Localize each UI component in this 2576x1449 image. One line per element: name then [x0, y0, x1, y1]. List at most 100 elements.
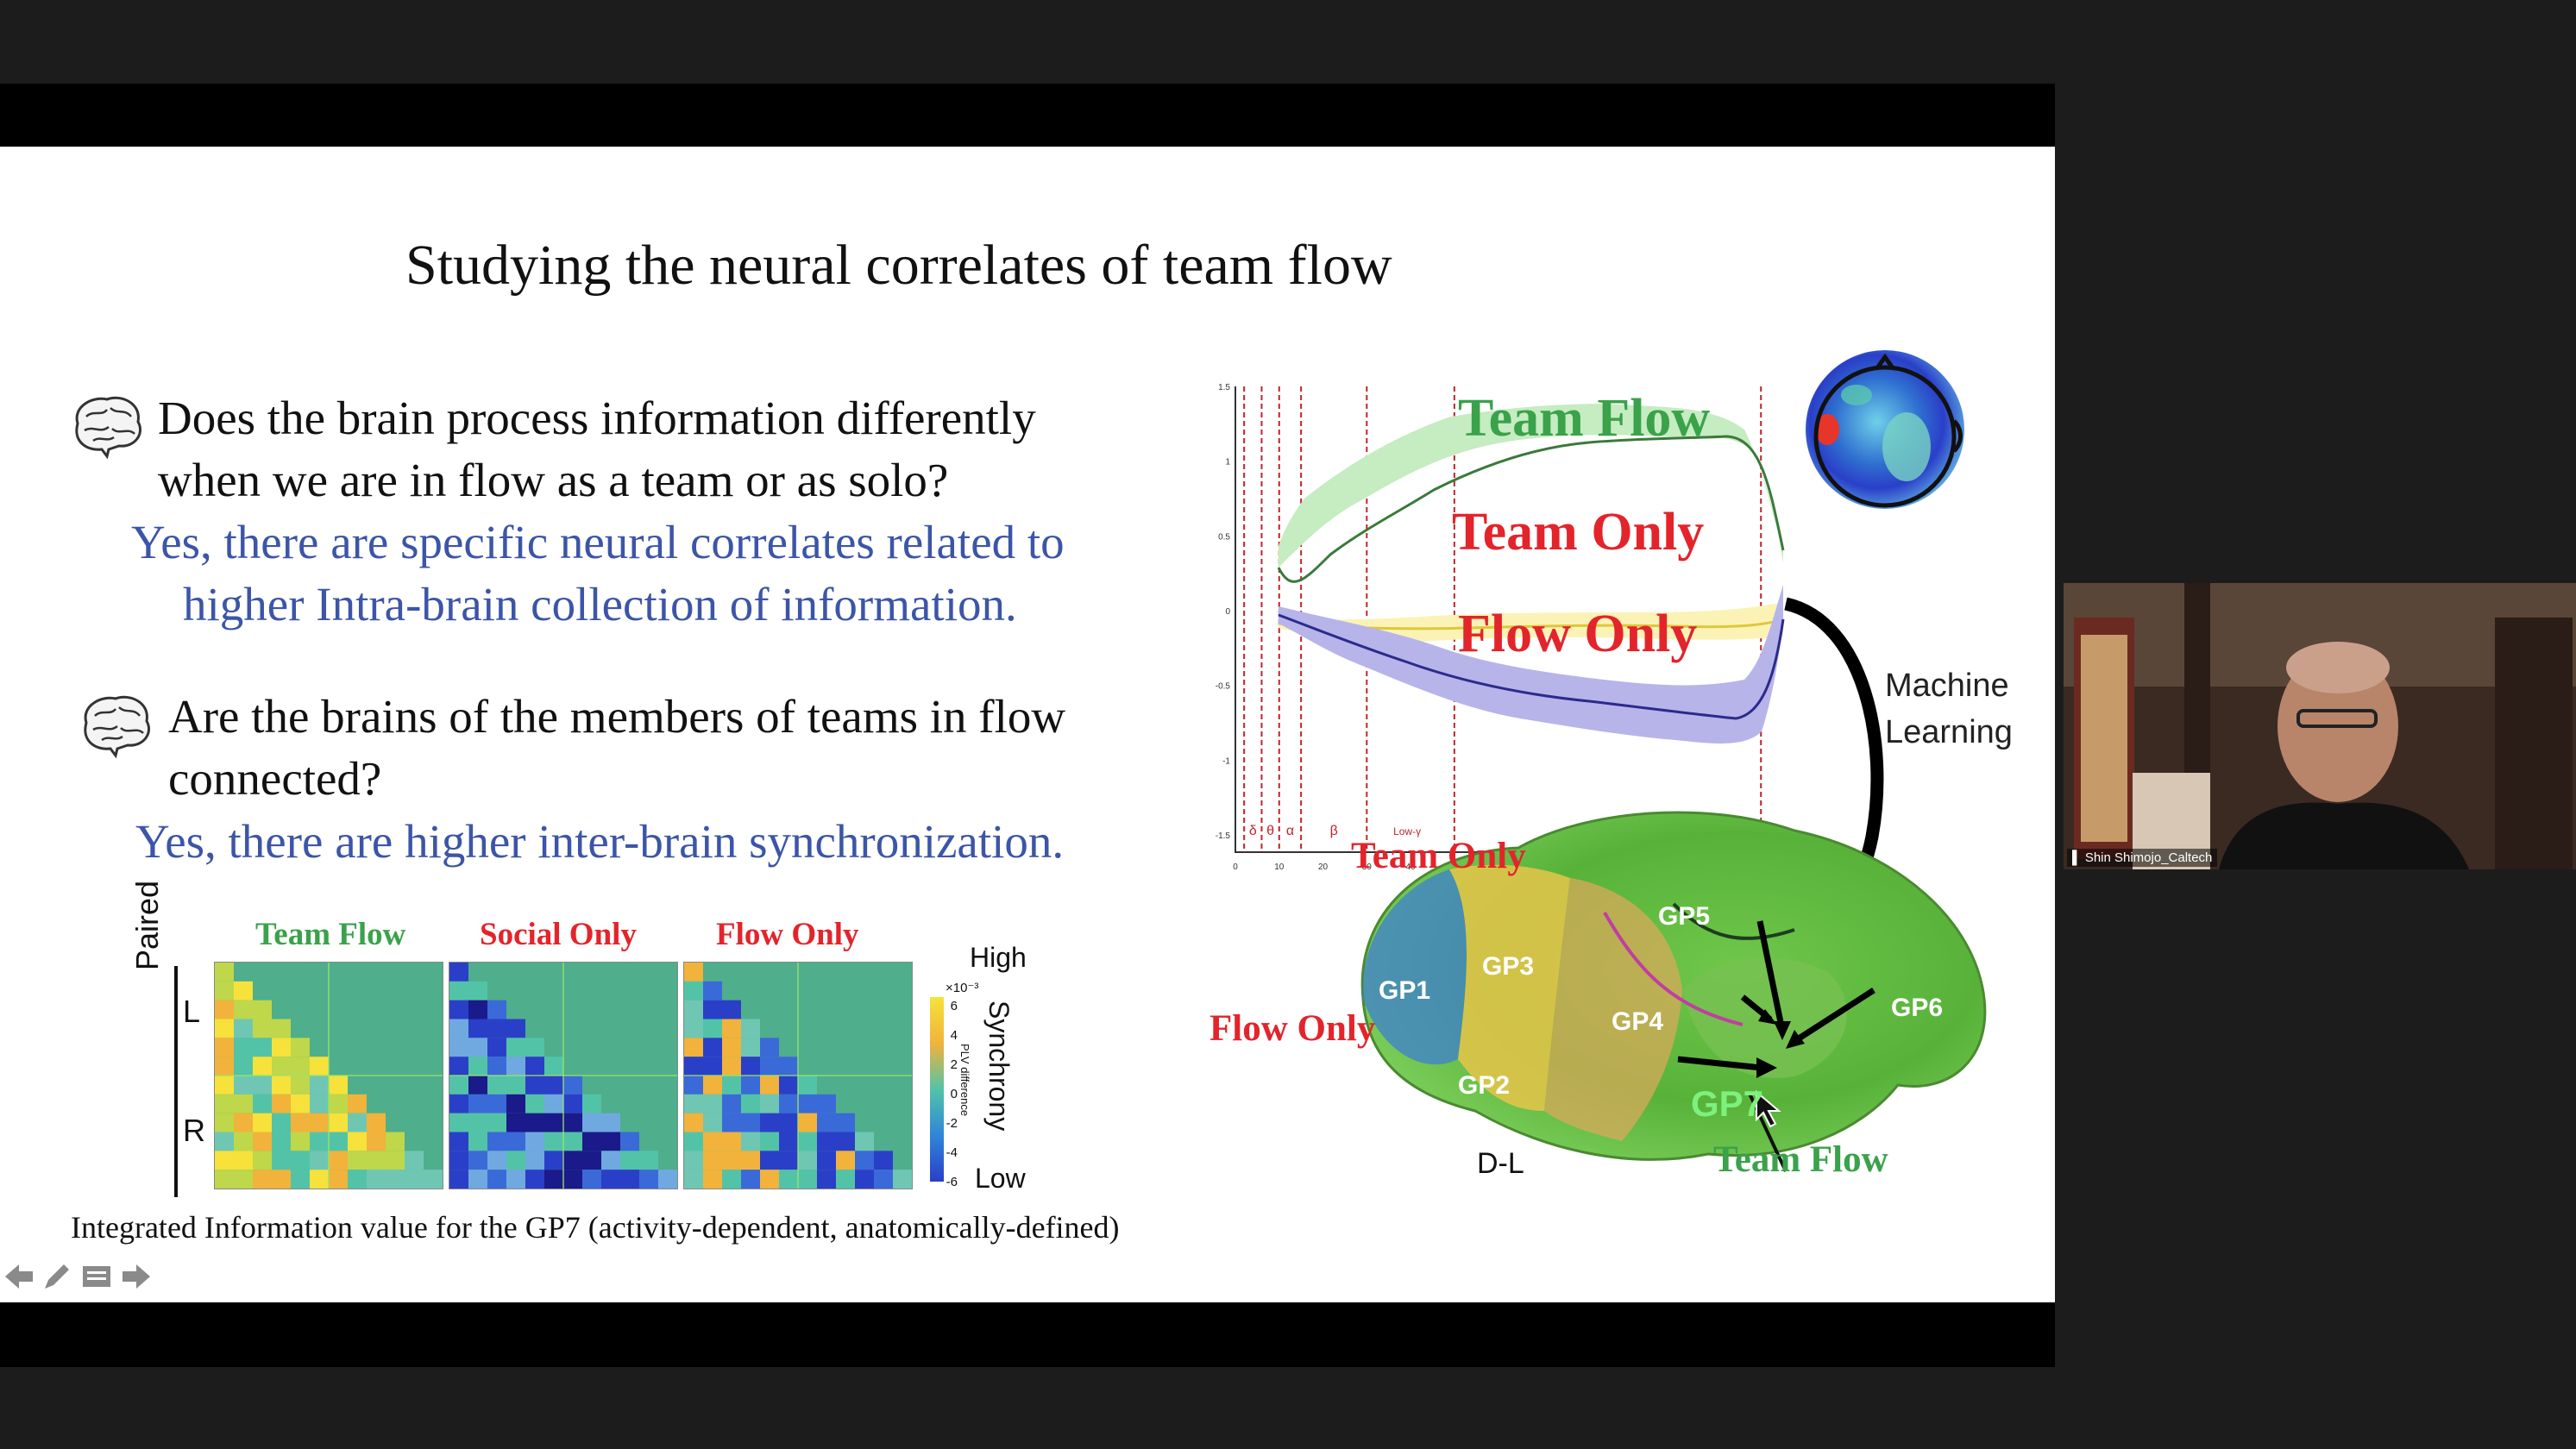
heatmap-cell [817, 1170, 836, 1189]
heatmap-cell [563, 1151, 582, 1170]
heatmap-cell [741, 1151, 760, 1170]
heatmap-cell [817, 1113, 836, 1132]
heatmap-cell [386, 1170, 405, 1189]
heatmap-cell [506, 1113, 525, 1132]
brain-team-only-label: Team Only [1351, 836, 1526, 876]
heatmap-cell [367, 1151, 386, 1170]
heatmap-cell [487, 1132, 506, 1151]
heatmap-cell [658, 1170, 677, 1189]
heatmap-cell [329, 1076, 348, 1095]
heatmap-cell [544, 1057, 563, 1076]
heatmap-cell [779, 1151, 798, 1170]
heatmap-cell [620, 1132, 639, 1151]
heatmap-cell [310, 1057, 329, 1076]
heatmap-label-l: L [183, 994, 201, 1029]
heatmap-cell [506, 1057, 525, 1076]
gp3-label: GP3 [1482, 952, 1535, 981]
heatmap-cell [449, 1132, 468, 1151]
heatmap-cell [234, 1113, 253, 1132]
heatmap-cell [722, 1057, 741, 1076]
heatmap-cell [449, 1076, 468, 1095]
brain-team-flow-label: Team Flow [1713, 1139, 1888, 1180]
pen-icon[interactable] [40, 1259, 74, 1294]
heatmap-cell [253, 1170, 272, 1189]
heatmap-cell [760, 1151, 779, 1170]
y-tick-label: 1.5 [1218, 383, 1230, 392]
heatmap-cell [582, 1170, 601, 1189]
heatmap-cell [563, 1113, 582, 1132]
arrow-left-icon[interactable] [2, 1259, 36, 1294]
heatmap-cell [291, 1113, 310, 1132]
heatmap-cell [215, 1057, 234, 1076]
heatmap-cell [468, 1057, 487, 1076]
heatmap-cell [741, 1019, 760, 1038]
heatmap-cell [253, 1094, 272, 1113]
heatmap-cell [741, 1094, 760, 1113]
heatmap-cell [424, 1170, 443, 1189]
heatmap-cell [405, 1151, 424, 1170]
heatmap-cell [449, 1094, 468, 1113]
arrow-right-icon[interactable] [119, 1259, 154, 1294]
heatmap-cell [684, 1057, 703, 1076]
heatmap-cell [310, 1113, 329, 1132]
heatmap-cell [291, 1076, 310, 1095]
heatmap-cell [722, 1094, 741, 1113]
heatmap-cell [684, 981, 703, 1000]
heatmap-cell [253, 1019, 272, 1038]
colorbar [930, 997, 944, 1182]
heatmap-cell [703, 1019, 722, 1038]
y-tick-label: 0 [1225, 607, 1230, 617]
heatmap-cell [741, 1170, 760, 1189]
heatmap-cell [234, 1094, 253, 1113]
heatmap-cell [468, 981, 487, 1000]
heatmap-cell [310, 1170, 329, 1189]
heatmap-cell [741, 1132, 760, 1151]
flow-only-line [1278, 613, 1785, 720]
question-2-line-2: connected? [168, 752, 382, 805]
team-only-band [1279, 602, 1783, 643]
heatmap-cell [874, 1170, 893, 1189]
heatmap-cell [234, 1019, 253, 1038]
heatmap-cell [684, 1132, 703, 1151]
heatmap-cell [798, 1094, 817, 1113]
heatmap-cell [506, 1151, 525, 1170]
answer-1-line-1: Yes, there are specific neural correlate… [131, 516, 1065, 568]
heatmap-cell [817, 1151, 836, 1170]
heatmap-cell [620, 1151, 639, 1170]
gp1-label: GP1 [1379, 976, 1431, 1005]
heatmap-cell [582, 1151, 601, 1170]
video-tile[interactable] [2064, 583, 2576, 869]
heatmap-cell [684, 1076, 703, 1095]
heatmap-cell [253, 1038, 272, 1057]
x-tick-label: 0 [1233, 862, 1238, 872]
y-tick-label: -1 [1222, 756, 1230, 766]
heatmap-cell [563, 1170, 582, 1189]
heatmap-cell [582, 1113, 601, 1132]
menu-icon[interactable] [79, 1259, 114, 1294]
heatmap-cell [760, 1170, 779, 1189]
heatmap-cell [487, 1076, 506, 1095]
heatmap-social-only [449, 962, 678, 1189]
heatmap-cell [234, 1151, 253, 1170]
heatmap-cell [468, 1038, 487, 1057]
heatmap-cell [215, 1151, 234, 1170]
heatmap-cell [544, 1094, 563, 1113]
heatmap-cell [215, 1076, 234, 1095]
heatmap-cell [741, 1113, 760, 1132]
heatmap-cell [487, 1057, 506, 1076]
heatmap-cell [310, 1132, 329, 1151]
heatmap-cell [703, 1113, 722, 1132]
heatmap-cell [234, 1132, 253, 1151]
heatmap-cell [817, 1094, 836, 1113]
y-tick-label: -0.5 [1216, 682, 1231, 692]
heatmap-cell [544, 1151, 563, 1170]
heatmap-cell [798, 1076, 817, 1095]
heatmap-cell [684, 1000, 703, 1019]
heatmap-cell [741, 1057, 760, 1076]
heatmap-cell [405, 1170, 424, 1189]
heatmap-cell [487, 1000, 506, 1019]
heatmap-cell [272, 1038, 291, 1057]
heatmap-cell [817, 1132, 836, 1151]
colorbar-exponent: ×10⁻³ [946, 981, 979, 995]
y-tick-label: -1.5 [1216, 831, 1231, 841]
